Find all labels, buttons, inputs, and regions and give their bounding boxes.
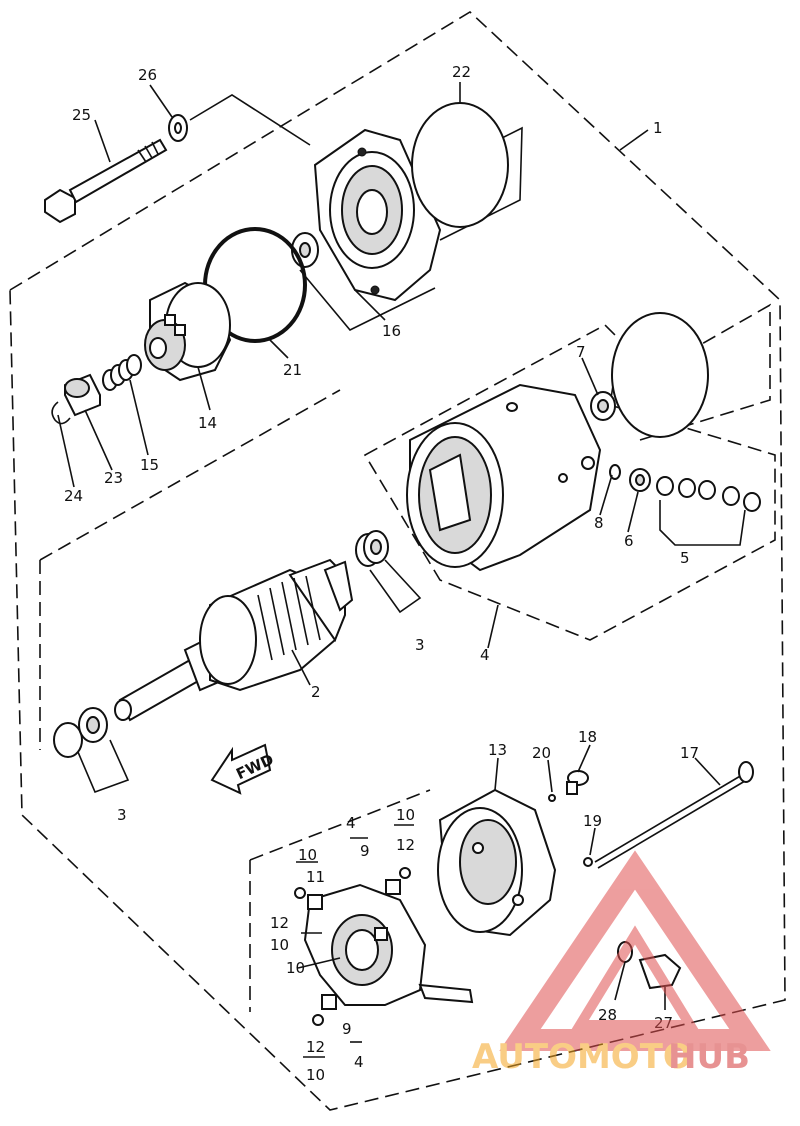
group-4-outline: [363, 324, 776, 641]
assembly-outline: [9, 11, 786, 1111]
bracket-e: 10: [286, 959, 305, 977]
callout-6: 6: [624, 532, 634, 550]
bracket-d-top: 12: [270, 914, 289, 932]
callout-21: 21: [283, 361, 302, 379]
callout-5: 5: [680, 549, 690, 567]
bracket-f-top: 9: [342, 1020, 352, 1038]
brush-holder-plate: [303, 879, 474, 1010]
watermark-text-2: HUB: [668, 1037, 750, 1077]
callout-20: 20: [532, 744, 551, 762]
bracket-d-bottom: 10: [270, 936, 289, 954]
callout-3b: 3: [117, 806, 127, 824]
rear-cover-13: [437, 788, 557, 937]
leader-lines: [57, 82, 721, 1010]
callout-17: 17: [680, 744, 699, 762]
watermark-text-1: AUTOMOTO: [472, 1037, 692, 1077]
circlip-24: [51, 401, 71, 425]
group-16-outline: [189, 94, 311, 146]
fwd-direction-arrow: FWD: [210, 743, 277, 795]
callout-16: 16: [382, 322, 401, 340]
gasket-rear: [611, 312, 709, 438]
callout-24: 24: [64, 487, 83, 505]
callout-3a: 3: [415, 636, 425, 654]
washer-6: [629, 468, 651, 492]
watermark: AUTOMOTO HUB: [472, 850, 771, 1077]
callout-28: 28: [598, 1006, 617, 1024]
bracket-b-bottom: 12: [396, 836, 415, 854]
callout-15: 15: [140, 456, 159, 474]
bolt-25: [44, 138, 168, 224]
watermark-triangle-logo: [499, 850, 771, 1051]
front-cover-16: [313, 128, 442, 302]
washer-26: [168, 114, 188, 142]
washer-20: [548, 794, 556, 802]
gasket-22: [411, 102, 509, 228]
bracket-b-top: 10: [396, 806, 415, 824]
through-bolt-17: [594, 761, 754, 869]
bracket-f-bottom: 4: [354, 1053, 364, 1071]
screw-18: [566, 770, 589, 795]
callout-22: 22: [452, 63, 471, 81]
callout-4: 4: [480, 646, 490, 664]
stopper-23: [64, 373, 101, 417]
callout-23: 23: [104, 469, 123, 487]
seal-7: [590, 391, 616, 421]
spring-15: [102, 354, 142, 391]
callout-26: 26: [138, 66, 157, 84]
pinion-gear-14: [144, 281, 232, 382]
callout-13: 13: [488, 741, 507, 759]
washer-set-5: [656, 476, 761, 546]
bracket-c-bottom: 11: [306, 868, 325, 886]
armature-2: [114, 558, 354, 722]
bracket-c-top: 10: [298, 846, 317, 864]
bracket-a-bottom: 9: [360, 842, 370, 860]
bracket-a-top: 4: [346, 814, 356, 832]
bracket-g-bottom: 10: [306, 1066, 325, 1084]
callout-25: 25: [72, 106, 91, 124]
yoke-housing: [406, 383, 602, 572]
callout-7: 7: [576, 343, 586, 361]
bearing-3-upper: [355, 530, 422, 614]
bracket-g-top: 12: [306, 1038, 325, 1056]
callout-18: 18: [578, 728, 597, 746]
bearing-3-lower: [53, 707, 130, 794]
callout-labels: 1 2 3 3 4 5 6 7 8 13 14 15 16 17 18 19 2…: [64, 63, 699, 1084]
washer-19: [583, 857, 593, 867]
callout-2: 2: [311, 683, 321, 701]
callout-8: 8: [594, 514, 604, 532]
callout-14: 14: [198, 414, 217, 432]
callout-19: 19: [583, 812, 602, 830]
callout-1: 1: [653, 119, 663, 137]
